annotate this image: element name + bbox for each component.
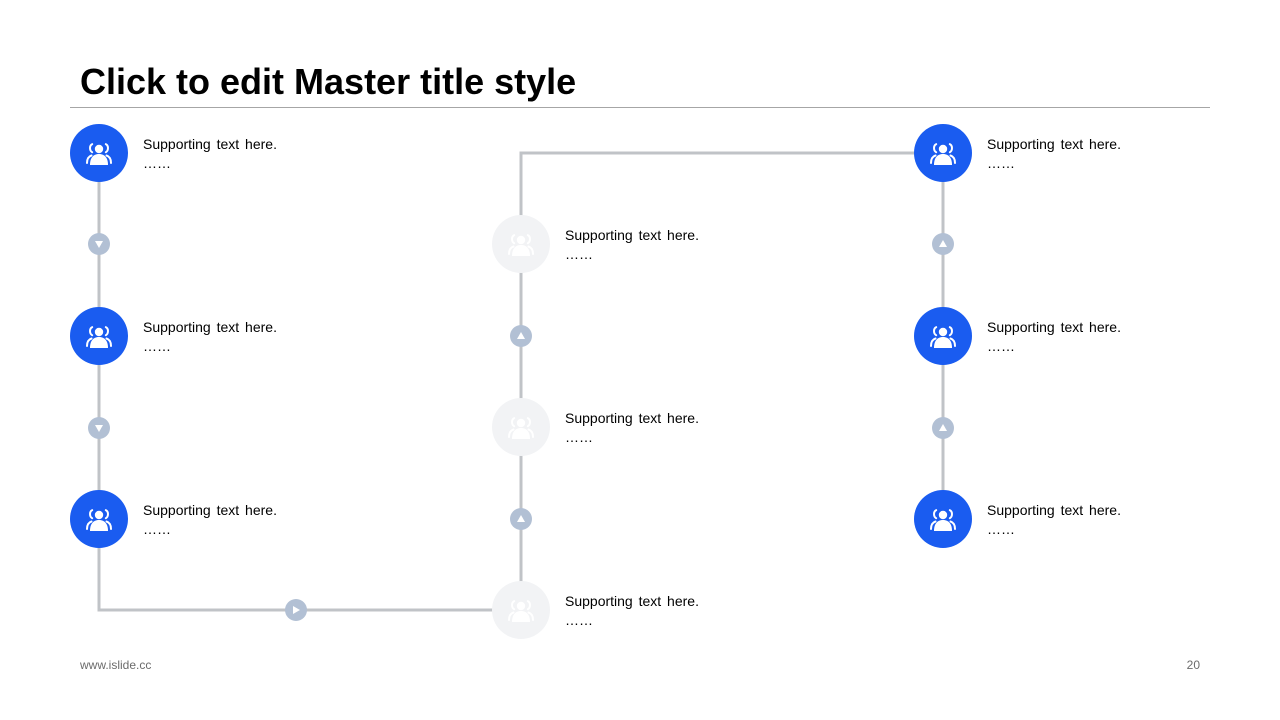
node-4-text[interactable]: Supporting text here. [565, 593, 699, 609]
node-8 [914, 307, 972, 365]
node-9-subtext[interactable]: …… [987, 521, 1015, 537]
users-icon [86, 509, 112, 531]
footer-url: www.islide.cc [80, 658, 152, 672]
users-icon [508, 234, 534, 256]
users-icon [86, 326, 112, 348]
node-8-label: Supporting text here. …… [987, 318, 1247, 356]
users-icon [930, 509, 956, 531]
slide-title[interactable]: Click to edit Master title style [80, 61, 577, 102]
node-3-text[interactable]: Supporting text here. [143, 502, 277, 518]
arrow-down-icon [88, 233, 110, 255]
arrow-right-icon [285, 599, 307, 621]
node-3 [70, 490, 128, 548]
users-icon [930, 326, 956, 348]
node-4-label: Supporting text here. …… [565, 592, 825, 630]
node-6 [492, 215, 550, 273]
node-5-subtext[interactable]: …… [565, 429, 593, 445]
users-icon [508, 417, 534, 439]
node-5-text[interactable]: Supporting text here. [565, 410, 699, 426]
node-6-text[interactable]: Supporting text here. [565, 227, 699, 243]
page-number: 20 [1186, 658, 1200, 672]
arrow-up-icon [510, 325, 532, 347]
node-6-subtext[interactable]: …… [565, 246, 593, 262]
node-5-label: Supporting text here. …… [565, 409, 825, 447]
node-3-subtext[interactable]: …… [143, 521, 171, 537]
node-4 [492, 581, 550, 639]
title-divider [70, 107, 1210, 108]
node-2-text[interactable]: Supporting text here. [143, 319, 277, 335]
node-4-subtext[interactable]: …… [565, 612, 593, 628]
node-7-label: Supporting text here. …… [987, 135, 1247, 173]
node-2-subtext[interactable]: …… [143, 338, 171, 354]
arrow-down-icon [88, 417, 110, 439]
node-1-label: Supporting text here. …… [143, 135, 403, 173]
arrow-up-icon [510, 508, 532, 530]
arrow-up-icon [932, 233, 954, 255]
node-1-subtext[interactable]: …… [143, 155, 171, 171]
node-5 [492, 398, 550, 456]
users-icon [930, 143, 956, 165]
node-8-text[interactable]: Supporting text here. [987, 319, 1121, 335]
users-icon [86, 143, 112, 165]
node-9 [914, 490, 972, 548]
node-1 [70, 124, 128, 182]
node-3-label: Supporting text here. …… [143, 501, 403, 539]
node-2 [70, 307, 128, 365]
node-9-text[interactable]: Supporting text here. [987, 502, 1121, 518]
node-1-text[interactable]: Supporting text here. [143, 136, 277, 152]
node-7 [914, 124, 972, 182]
node-7-subtext[interactable]: …… [987, 155, 1015, 171]
users-icon [508, 600, 534, 622]
node-9-label: Supporting text here. …… [987, 501, 1247, 539]
node-6-label: Supporting text here. …… [565, 226, 825, 264]
arrow-up-icon [932, 417, 954, 439]
node-8-subtext[interactable]: …… [987, 338, 1015, 354]
node-7-text[interactable]: Supporting text here. [987, 136, 1121, 152]
node-2-label: Supporting text here. …… [143, 318, 403, 356]
